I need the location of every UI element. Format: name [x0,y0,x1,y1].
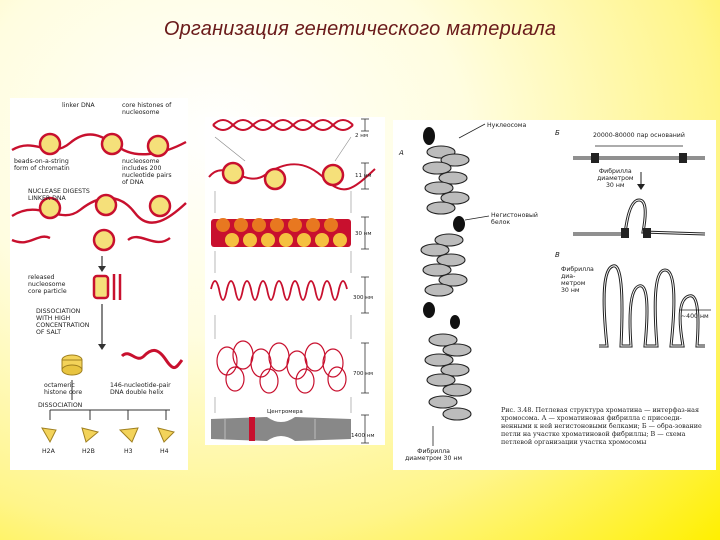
scale-label-2nm: 2 нм [355,133,368,139]
fibril-bottom-label: Фибрилла диаметром 30 нм [405,448,463,462]
label-v: В [555,251,560,259]
dna-helix-label: 146-nucleotide-pair DNA double helix [110,382,171,396]
nuclease-label: NUCLEASE DIGESTS LINKER DNA [28,188,90,202]
beads-label: beads-on-a-string form of chromatin [14,158,70,172]
h2a-label: H2A [42,448,55,455]
h2b-label: H2B [82,448,95,455]
loop-structure-diagram [420,123,711,446]
label-b: Б [555,129,560,137]
scale-label-300nm: 300 нм [353,295,373,301]
nucleosome-200-label: nucleosome includes 200 nucleotide pairs… [122,158,172,186]
linker-dna-label: linker DNA [62,102,95,109]
nucleosome-label: Нуклеосома [487,122,527,129]
octamer-label: octameric histone core [44,382,83,396]
scale-label-1400nm: 1400 нм [351,433,375,439]
dissociation-label: DISSOCIATION [38,402,83,409]
base-pairs-label: 20000-80000 пар оснований [593,132,685,139]
nucleosome-structure-figure: linker DNA core histones of nucleosome b… [10,98,188,470]
dissociation-salt-label: DISSOCIATION WITH HIGH CONCENTRATION OF … [36,308,90,336]
fibril-30-top-label: Фибрилла диаметром 30 нм [597,168,634,189]
chromatin-loop-figure: А Б В Нуклеосома Негистоновый белок 2000… [393,120,716,470]
chromatin-levels-diagram [208,118,376,444]
fibril-30-mid-label: Фибрилла диа- метром 30 нм [561,266,594,294]
nonhistone-label: Негистоновый белок [491,212,538,226]
scale-label-11nm: 11 нм [355,173,372,179]
core-histones-label: core histones of nucleosome [122,102,172,116]
scale-label-30nm: 30 нм [355,231,372,237]
centromere-label: Центромера [267,409,303,415]
h3-label: H3 [124,448,133,455]
chromatin-packing-figure: 2 нм 11 нм 30 нм 300 нм 700 нм 1400 нм Ц… [205,117,385,445]
page-title: Организация генетического материала [163,18,557,40]
released-label: released nucleosome core particle [28,274,67,295]
label-a: А [399,149,404,157]
loop-400-label: ~400 нм [681,313,709,320]
nucleosome-diagram [11,132,187,444]
scale-label-700nm: 700 нм [353,371,373,377]
h4-label: H4 [160,448,169,455]
figure-caption: Рис. 3.48. Петлевая структура хроматина … [501,406,702,446]
